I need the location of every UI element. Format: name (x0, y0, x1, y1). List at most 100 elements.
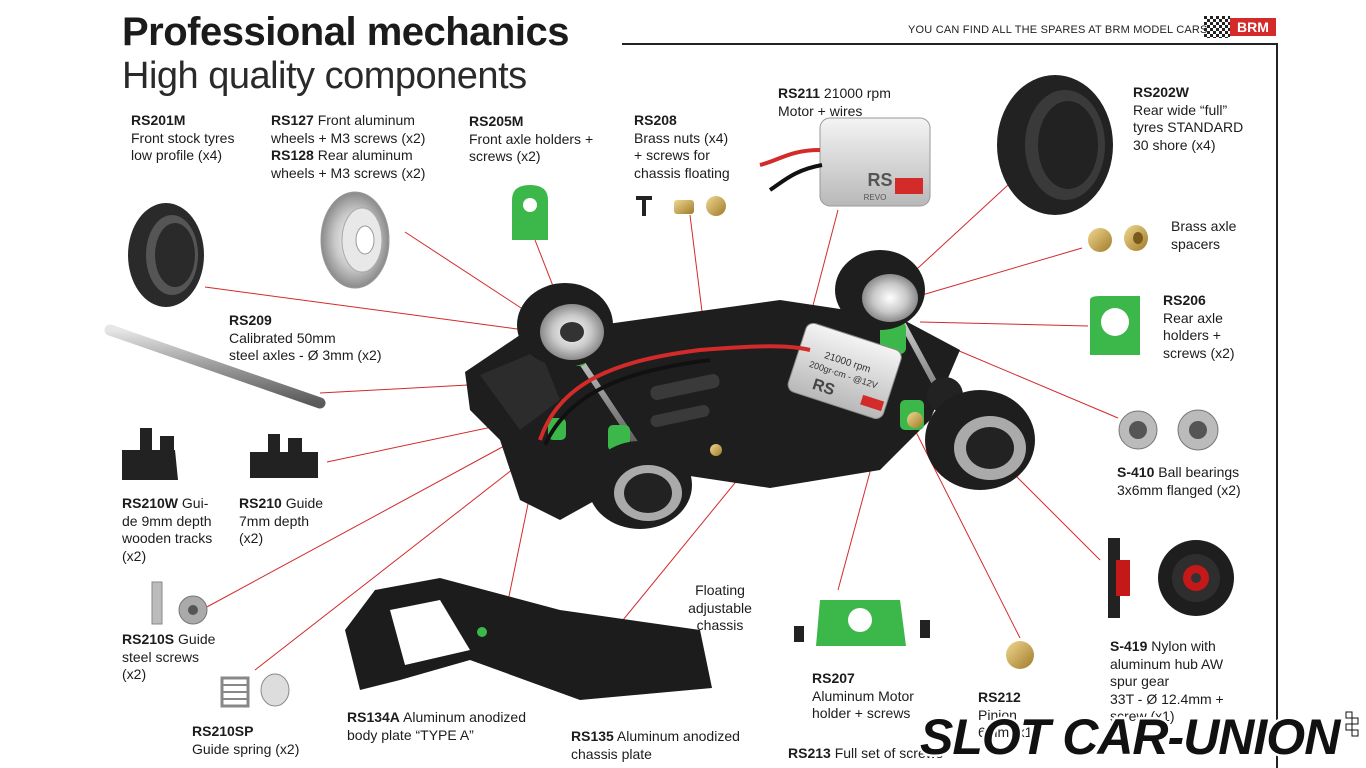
text-rs128-1: Rear aluminum (313, 147, 413, 163)
motor-part-brand: RS (867, 170, 892, 190)
label-rs201m: RS201M Front stock tyres low profile (x4… (131, 112, 234, 165)
code-rs210sp: RS210SP (192, 723, 254, 739)
label-rs208: RS208 Brass nuts (x4) + screws for chass… (634, 112, 730, 182)
text-rs202w-3: 30 shore (x4) (1133, 136, 1216, 153)
label-rs211: RS211 21000 rpm Motor + wires (778, 85, 891, 120)
aluminum-wheel-part (320, 191, 390, 289)
front-tyre-part (128, 203, 204, 307)
guide-9mm-part (122, 428, 178, 480)
motor-holder-part (794, 600, 930, 646)
motor-brand-text: RS (810, 376, 837, 399)
text-spacers-1: Brass axle (1171, 218, 1237, 234)
label-s410: S-410 Ball bearings 3x6mm flanged (x2) (1117, 464, 1241, 499)
header-rule (622, 43, 1278, 45)
text-rs213-1: Full set of screws (830, 745, 943, 761)
code-rs208: RS208 (634, 112, 677, 128)
text-rs127-1: Front aluminum (313, 112, 415, 128)
code-rs134a: RS134A (347, 709, 400, 725)
text-rs210s-3: (x2) (122, 666, 147, 682)
brm-logo: BRM (1204, 16, 1276, 38)
text-rs205m-1: Front axle holders + (469, 130, 594, 147)
leader-lines (204, 184, 1119, 671)
text-rs209-1: Calibrated 50mm (229, 329, 336, 346)
text-rs212-2: 6mm (x1) (978, 724, 1038, 740)
text-rs207-1: Aluminum Motor (812, 687, 914, 704)
text-rs210sp-1: Guide spring (x2) (192, 740, 300, 757)
guide-screws-part (151, 581, 208, 625)
text-rs201m-2: low profile (x4) (131, 147, 223, 163)
text-rs134a-2: body plate “TYPE A” (347, 726, 474, 743)
code-rs206: RS206 (1163, 292, 1206, 308)
text-rs207-2: holder + screws (812, 705, 911, 721)
label-rs210s: RS210S Guide steel screws (x2) (122, 631, 215, 684)
text-s419-5: screw (x1) (1110, 708, 1175, 724)
text-rs205m-2: screws (x2) (469, 148, 541, 164)
label-rs127-rs128: RS127 Front aluminum wheels + M3 screws … (271, 112, 425, 182)
text-rs210-3: (x2) (239, 530, 264, 546)
car-wheels (517, 250, 1035, 529)
rear-tyre-part (997, 75, 1113, 215)
motor-part: RS REVO (759, 117, 931, 207)
label-rs207: RS207 Aluminum Motor holder + screws (812, 670, 914, 723)
code-rs211: RS211 (778, 85, 821, 101)
text-rs210w-4: (x2) (122, 547, 147, 564)
code-rs135: RS135 (571, 728, 614, 744)
text-rs212-1: Pinion (978, 706, 1017, 723)
text-rs135-1: Aluminum anodized (613, 728, 740, 744)
front-axle-holder-part (512, 185, 548, 240)
label-rs205m: RS205M Front axle holders + screws (x2) (469, 113, 593, 166)
text-s419-2: aluminum hub AW (1110, 655, 1224, 672)
code-rs209: RS209 (229, 312, 272, 328)
spares-note: YOU CAN FIND ALL THE SPARES AT BRM MODEL… (908, 24, 1208, 36)
text-rs208-2: + screws for (634, 147, 710, 163)
text-rs209-2: steel axles - Ø 3mm (x2) (229, 347, 382, 363)
label-rs135: RS135 Aluminum anodized chassis plate (571, 728, 740, 763)
brass-spacers-part (1088, 225, 1148, 252)
code-rs201m: RS201M (131, 112, 186, 128)
text-rs210s-1: Guide (174, 631, 216, 647)
label-rs134a: RS134A Aluminum anodized body plate “TYP… (347, 709, 526, 744)
watermark-text: SLOT CAR-UNION (920, 709, 1341, 765)
label-rs210w: RS210W Gui- de 9mm depth wooden tracks (… (122, 495, 212, 565)
text-s419-4: 33T - Ø 12.4mm + (1110, 690, 1224, 707)
text-floating-3: chassis (696, 617, 744, 633)
guide-7mm-part (250, 434, 318, 478)
motor-part-sub: REVO (864, 193, 887, 202)
text-s410-2: 3x6mm flanged (x2) (1117, 481, 1241, 498)
text-rs210w-2: de 9mm depth (122, 512, 212, 529)
code-rs205m: RS205M (469, 113, 524, 129)
label-rs210sp: RS210SP Guide spring (x2) (192, 723, 299, 758)
ball-bearings-part (1118, 409, 1219, 451)
text-rs128-2: wheels + M3 screws (x2) (271, 164, 426, 181)
rear-axle-holder-part (1090, 296, 1140, 355)
text-rs211-2: Motor + wires (778, 102, 863, 119)
label-rs209: RS209 Calibrated 50mm steel axles - Ø 3m… (229, 312, 381, 365)
label-rs210: RS210 Guide 7mm depth (x2) (239, 495, 323, 548)
text-rs208-3: chassis floating (634, 164, 730, 181)
text-rs206-2: holders + (1163, 327, 1221, 343)
label-rs202w: RS202W Rear wide “full” tyres STANDARD 3… (1133, 84, 1243, 154)
text-floating-1: Floating (695, 582, 745, 598)
text-rs135-2: chassis plate (571, 745, 652, 762)
guide-spring-part (220, 673, 290, 708)
label-rs206: RS206 Rear axle holders + screws (x2) (1163, 292, 1235, 362)
pinion-part (1006, 641, 1034, 669)
code-rs210s: RS210S (122, 631, 175, 647)
code-rs213: RS213 (788, 745, 831, 761)
text-rs201m-1: Front stock tyres (131, 129, 235, 146)
text-floating-2: adjustable (688, 599, 752, 616)
svg-text:BRM: BRM (1237, 19, 1269, 35)
spur-gear-part (1108, 538, 1234, 618)
code-s419: S-419 (1110, 638, 1148, 654)
code-rs207: RS207 (812, 670, 855, 686)
body-plate-part (345, 578, 712, 700)
text-rs210-1: Guide (281, 495, 324, 511)
text-rs211-1: 21000 rpm (820, 85, 891, 101)
text-spacers-2: spacers (1171, 235, 1221, 252)
label-brass-spacers: Brass axle spacers (1171, 218, 1236, 253)
code-rs210: RS210 (239, 495, 282, 511)
right-rule (1276, 43, 1278, 768)
code-rs202w: RS202W (1133, 84, 1190, 100)
text-rs202w-1: Rear wide “full” (1133, 101, 1228, 118)
